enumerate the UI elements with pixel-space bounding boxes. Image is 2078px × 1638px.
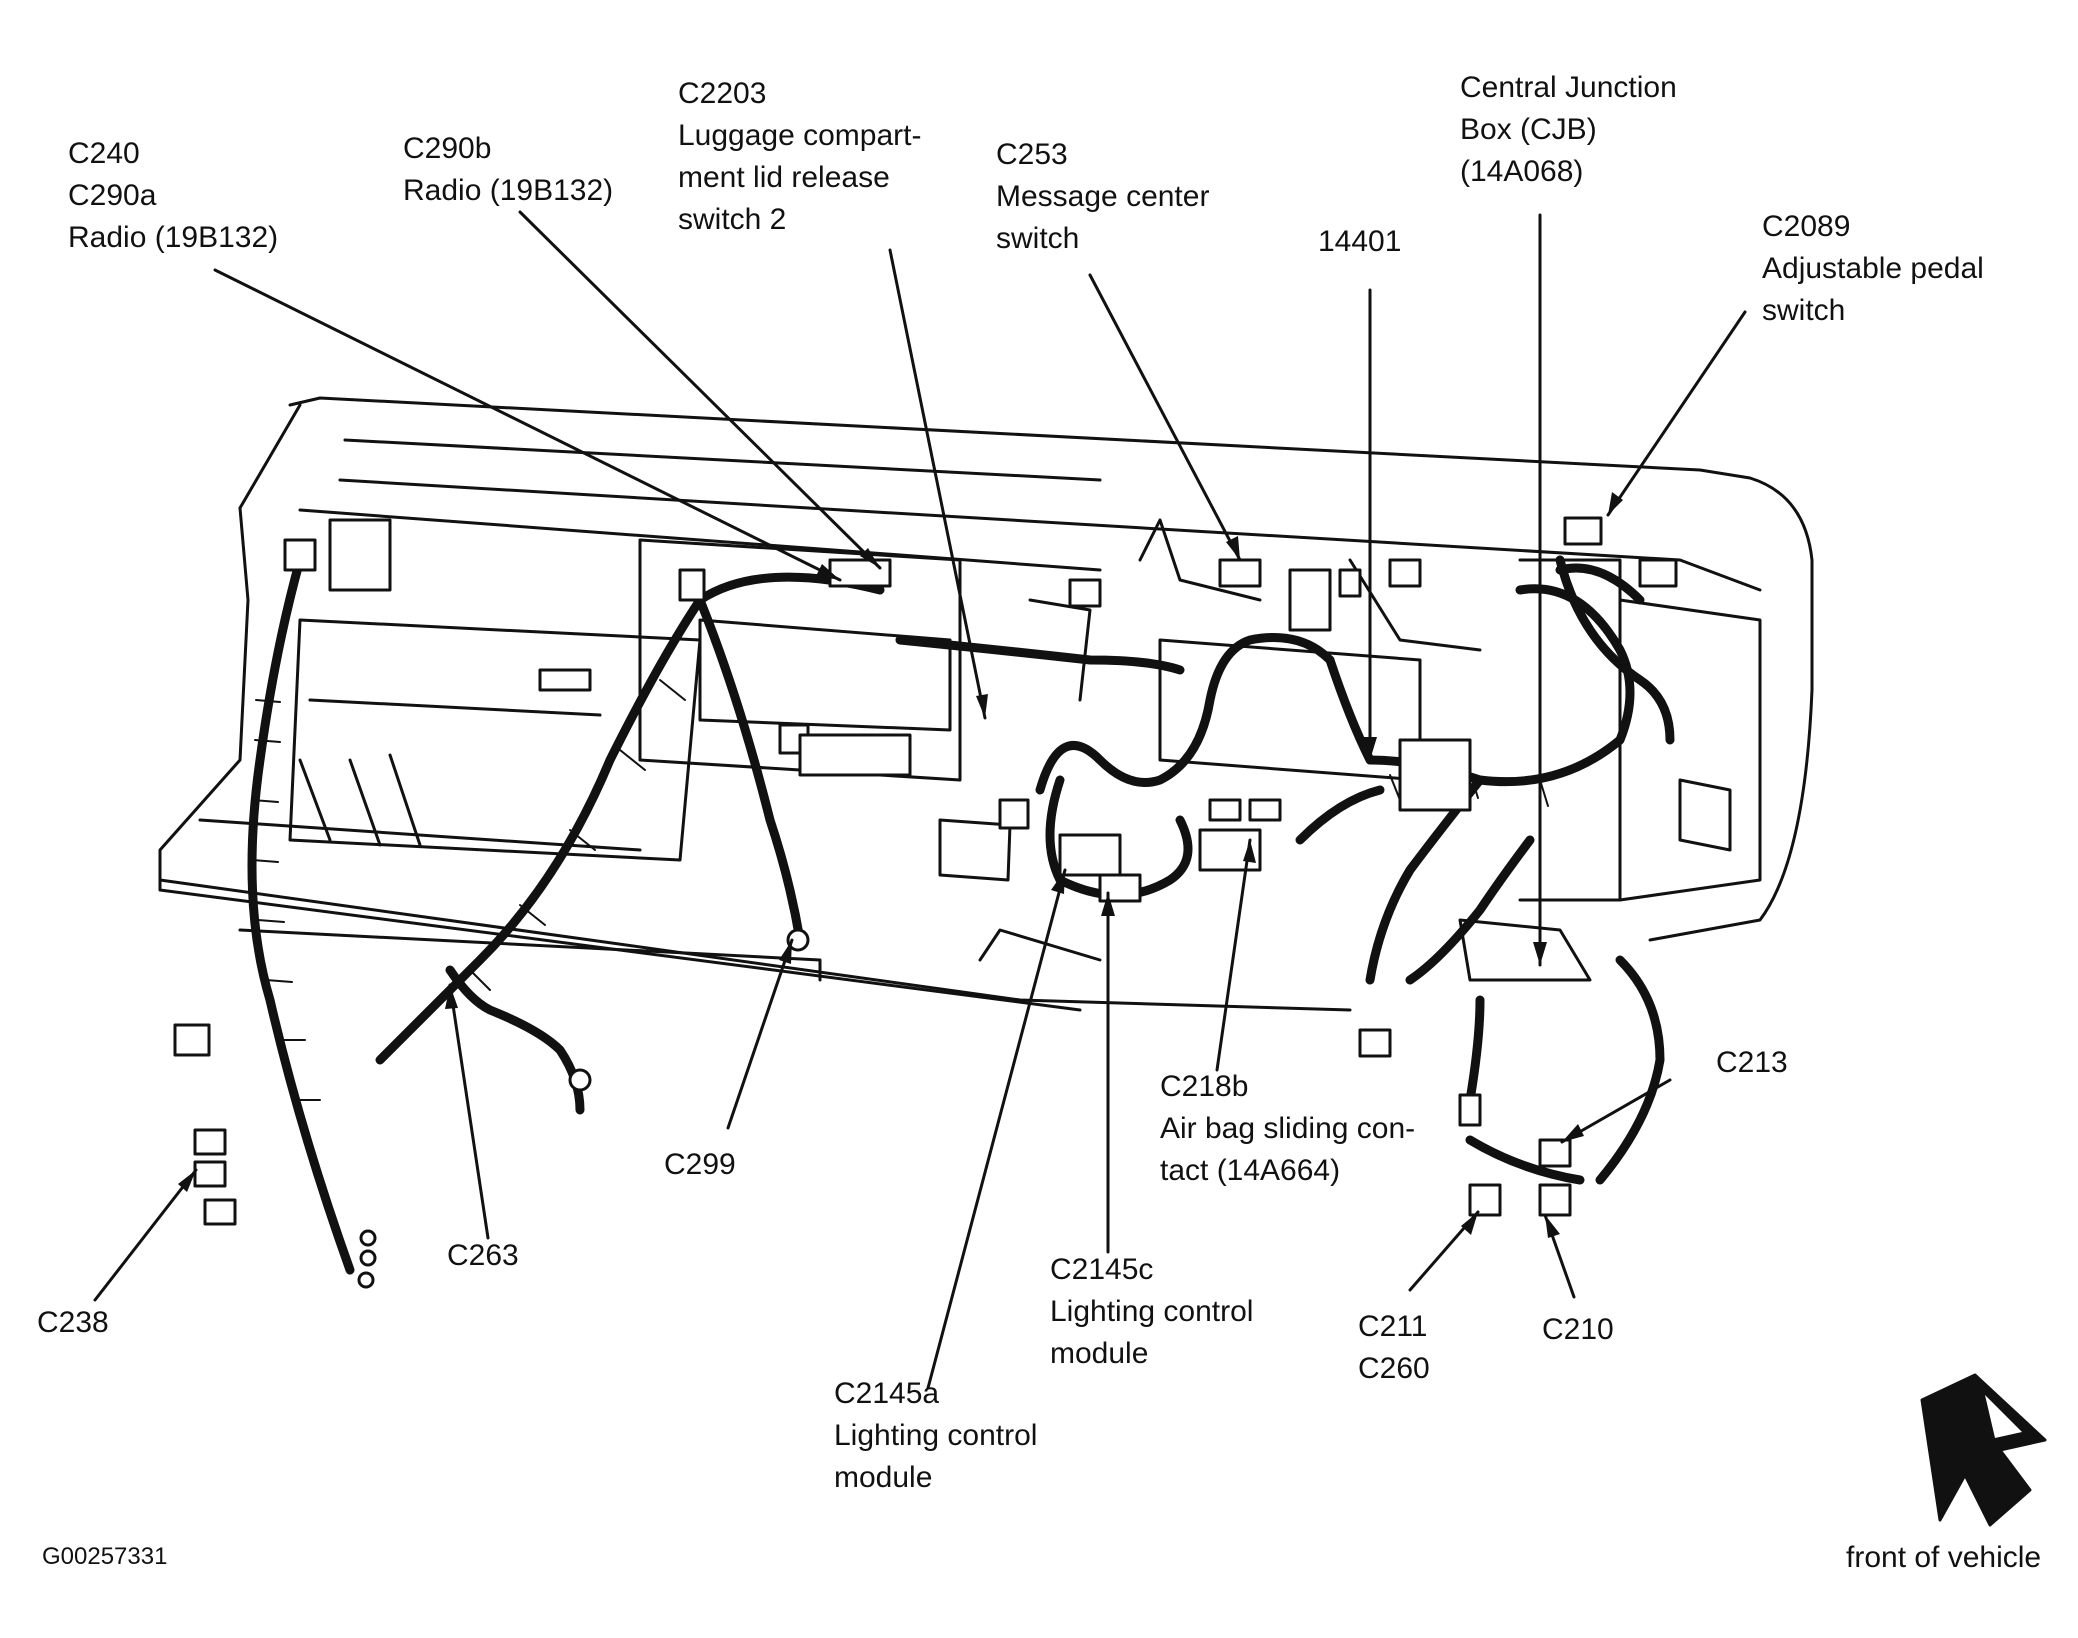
callout-c210: C210 (1542, 1309, 1614, 1351)
callout-c2145a-lighting-module: C2145a Lighting control module (834, 1373, 1037, 1499)
callout-c213-line1: C213 (1716, 1046, 1788, 1079)
callout-c2203-line3: ment lid release (678, 161, 890, 194)
callout-c290b-radio: C290b Radio (19B132) (403, 128, 613, 212)
leader-arrowheads (178, 492, 1623, 1238)
wiring-harness (247, 555, 1675, 1275)
callout-c2203-line2: Luggage compart- (678, 119, 922, 152)
front-of-vehicle-label: front of vehicle (1846, 1541, 2042, 1574)
connectors (173, 516, 1678, 1289)
leader-c263 (448, 983, 490, 1240)
callout-c2145c-line1: C2145c (1050, 1253, 1154, 1286)
leader-c299 (726, 938, 794, 1130)
callout-c2145c-lighting-module: C2145c Lighting control module (1050, 1249, 1253, 1375)
callout-c2145c-line2: Lighting control (1050, 1295, 1254, 1328)
callout-c2089-line3: switch (1762, 294, 1846, 327)
callout-c213: C213 (1716, 1042, 1788, 1084)
leader-c2089 (1606, 310, 1747, 517)
callout-c240-line2: C290a (68, 179, 157, 212)
callout-c240-line3: Radio (19B132) (68, 221, 279, 254)
callout-c263-line1: C263 (447, 1239, 519, 1272)
callout-c290b-line1: C290b (403, 132, 492, 165)
callout-c253-line2: Message center (996, 180, 1210, 213)
callout-cjb-line2: Box (CJB) (1460, 113, 1597, 146)
callout-c299: C299 (664, 1144, 736, 1186)
callout-c263: C263 (447, 1235, 519, 1277)
callout-c238-line1: C238 (37, 1306, 109, 1339)
leader-lines (93, 210, 1747, 1390)
callout-c211-line2: C260 (1358, 1352, 1430, 1385)
leader-c238 (93, 1168, 198, 1302)
leader-c2203 (888, 248, 987, 720)
callout-c2089-line2: Adjustable pedal (1762, 252, 1984, 285)
callout-c238: C238 (37, 1302, 109, 1344)
callout-c210-line1: C210 (1542, 1313, 1614, 1346)
callout-c253-line3: switch (996, 222, 1080, 255)
callout-c2145a-line2: Lighting control (834, 1419, 1038, 1452)
callout-c253-line1: C253 (996, 138, 1068, 171)
callout-c218b-line1: C218b (1160, 1070, 1249, 1103)
callout-c2203-line1: C2203 (678, 77, 767, 110)
callout-c290b-line2: Radio (19B132) (403, 174, 614, 207)
leader-c290b (518, 210, 882, 570)
callout-c2089-line1: C2089 (1762, 210, 1851, 243)
leader-c218b (1215, 838, 1252, 1072)
leader-c240 (213, 268, 842, 582)
callout-c218b-air-bag-contact: C218b Air bag sliding con- tact (14A664) (1160, 1066, 1415, 1192)
callout-c2145a-line3: module (834, 1461, 933, 1494)
callout-c218b-line2: Air bag sliding con- (1160, 1112, 1416, 1145)
callout-c2203-line4: switch 2 (678, 203, 787, 236)
front-of-vehicle-arrow-icon (1920, 1373, 2047, 1527)
callout-c240-c290a-radio: C240 C290a Radio (19B132) (68, 133, 278, 259)
callout-c2145c-line3: module (1050, 1337, 1149, 1370)
callout-c211-line1: C211 (1358, 1310, 1428, 1343)
callout-c218b-line3: tact (14A664) (1160, 1154, 1341, 1187)
callout-cjb-line1: Central Junction (1460, 71, 1677, 104)
callout-c253-message-center: C253 Message center switch (996, 134, 1209, 260)
figure-id: G00257331 (42, 1543, 168, 1570)
callout-central-junction-box: Central Junction Box (CJB) (14A068) (1460, 67, 1677, 193)
leader-c253 (1088, 273, 1242, 562)
callout-c299-line1: C299 (664, 1148, 736, 1181)
callout-c211-c260: C211 C260 (1358, 1306, 1430, 1390)
callout-14401-line1: 14401 (1318, 225, 1402, 258)
callout-14401: 14401 (1318, 221, 1401, 263)
callout-c2145a-line1: C2145a (834, 1377, 940, 1410)
leader-c2145a (926, 868, 1067, 1390)
callout-c2089-pedal-switch: C2089 Adjustable pedal switch (1762, 206, 1984, 332)
callout-c240-line1: C240 (68, 137, 140, 170)
callout-c2203-luggage-switch: C2203 Luggage compart- ment lid release … (678, 73, 922, 241)
callout-cjb-line3: (14A068) (1460, 155, 1584, 188)
